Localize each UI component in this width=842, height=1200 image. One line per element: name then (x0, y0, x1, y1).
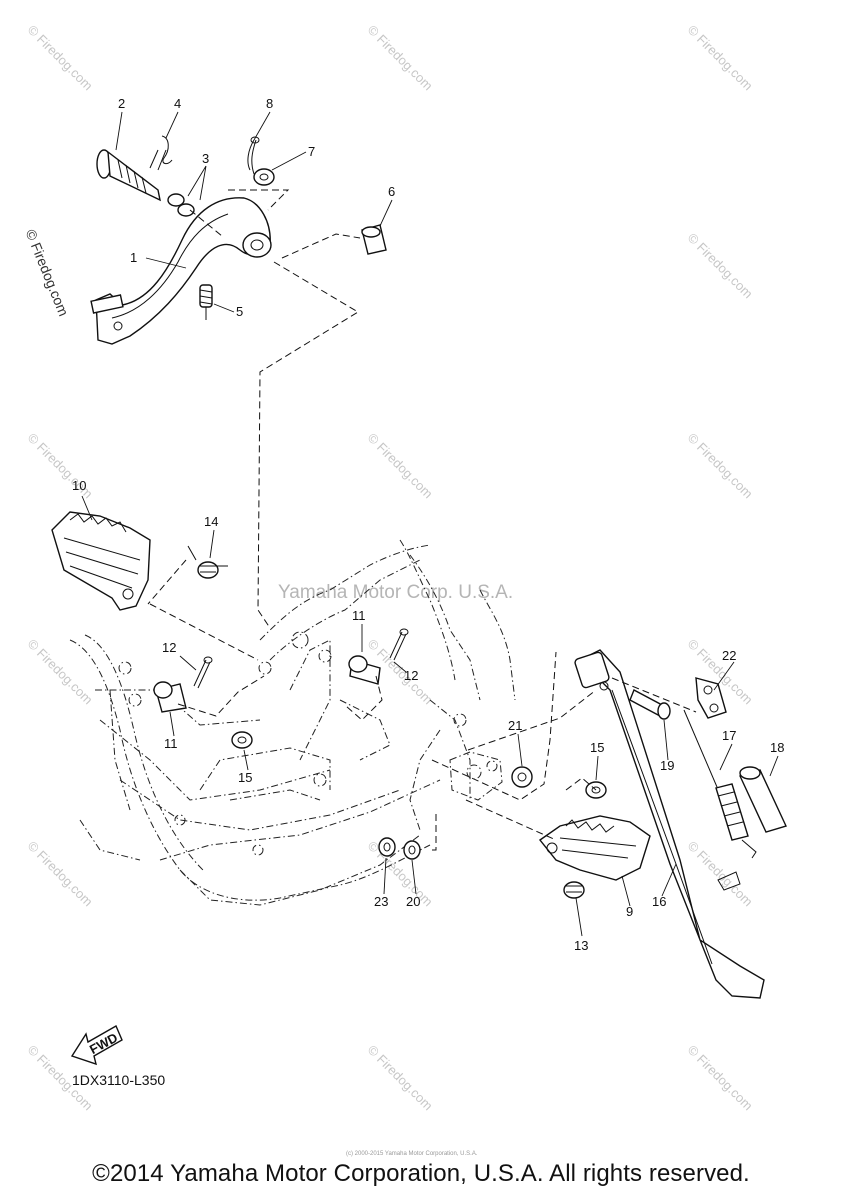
frame-outline (69, 539, 516, 906)
callout-8: 8 (266, 96, 273, 111)
assembly-line (611, 677, 697, 713)
callout-15-right: 15 (590, 740, 604, 755)
callout-3: 3 (202, 151, 209, 166)
stand-spring-part[interactable] (683, 709, 757, 859)
right-cotter-pin-part[interactable] (389, 628, 409, 661)
right-footrest-pin-part[interactable] (348, 655, 381, 685)
callout-20: 20 (406, 894, 420, 909)
callout-14: 14 (204, 514, 218, 529)
callout-7: 7 (308, 144, 315, 159)
assembly-line (465, 799, 557, 841)
callout-16: 16 (652, 894, 666, 909)
left-footrest-part[interactable] (51, 511, 151, 611)
o-rings-part[interactable] (167, 193, 195, 217)
copyright-footer: ©2014 Yamaha Motor Corporation, U.S.A. A… (92, 1160, 750, 1187)
washer-part[interactable] (253, 168, 275, 186)
clip-part[interactable] (149, 135, 173, 171)
pedal-spring-part[interactable] (199, 284, 213, 320)
cotter-pin-part[interactable] (247, 136, 260, 175)
callout-23: 23 (374, 894, 388, 909)
left-footrest-pin-part[interactable] (153, 681, 187, 713)
left-footrest-spring-part[interactable] (187, 545, 228, 579)
right-footrest-spring-part[interactable] (563, 881, 585, 899)
callout-5: 5 (236, 304, 243, 319)
nut-23-part[interactable] (378, 837, 396, 857)
assembly-line (467, 689, 597, 751)
assembly-line (177, 675, 265, 717)
pin-part[interactable] (361, 224, 387, 255)
callout-numbers: 2 4 3 8 7 6 1 5 10 14 12 11 15 11 12 21 … (72, 96, 784, 953)
fwd-arrow-icon: FWD (70, 1025, 123, 1066)
right-footrest-part[interactable] (538, 815, 651, 881)
callout-21: 21 (508, 718, 522, 733)
assembly-line (228, 189, 290, 211)
callout-12-left: 12 (162, 640, 176, 655)
stand-bolt-part[interactable] (629, 689, 671, 720)
collar-part[interactable] (511, 766, 533, 788)
assembly-line (257, 261, 359, 629)
diagram-code: 1DX3110-L350 (72, 1072, 166, 1088)
callout-4: 4 (174, 96, 181, 111)
callout-15-left: 15 (238, 770, 252, 785)
left-washer-part[interactable] (231, 731, 253, 749)
washer-20-part[interactable] (403, 840, 421, 860)
assembly-line (565, 777, 597, 791)
fwd-label: FWD (87, 1030, 120, 1057)
stand-mount-bracket (449, 751, 503, 801)
callout-19: 19 (660, 758, 674, 773)
brake-pedal-part[interactable] (90, 197, 272, 345)
callout-2: 2 (118, 96, 125, 111)
callout-18: 18 (770, 740, 784, 755)
callout-10: 10 (72, 478, 86, 493)
assembly-line (149, 603, 259, 661)
tiny-credit: (c) 2000-2015 Yamaha Motor Corporation, … (346, 1151, 478, 1157)
assembly-line (281, 233, 361, 259)
stand-plate-part[interactable] (695, 677, 727, 719)
callout-1: 1 (130, 250, 137, 265)
assembly-line (431, 651, 557, 801)
left-cotter-pin-part[interactable] (193, 656, 213, 689)
assembly-line (428, 814, 437, 851)
pivot-bolt-part[interactable] (96, 149, 161, 202)
callout-13: 13 (574, 938, 588, 953)
callout-9: 9 (626, 904, 633, 919)
callout-11-left: 11 (164, 736, 178, 751)
callout-17: 17 (722, 728, 736, 743)
assembly-line (345, 675, 383, 721)
callout-12-right: 12 (404, 668, 418, 683)
callout-leaders (81, 111, 779, 937)
assembly-line (189, 209, 223, 237)
callout-11-right: 11 (352, 608, 366, 623)
callout-6: 6 (388, 184, 395, 199)
callout-22: 22 (722, 648, 736, 663)
center-watermark: Yamaha Motor Corp. U.S.A. (278, 582, 514, 603)
assembly-line (147, 559, 187, 605)
spring-sleeve-part[interactable] (739, 766, 787, 833)
